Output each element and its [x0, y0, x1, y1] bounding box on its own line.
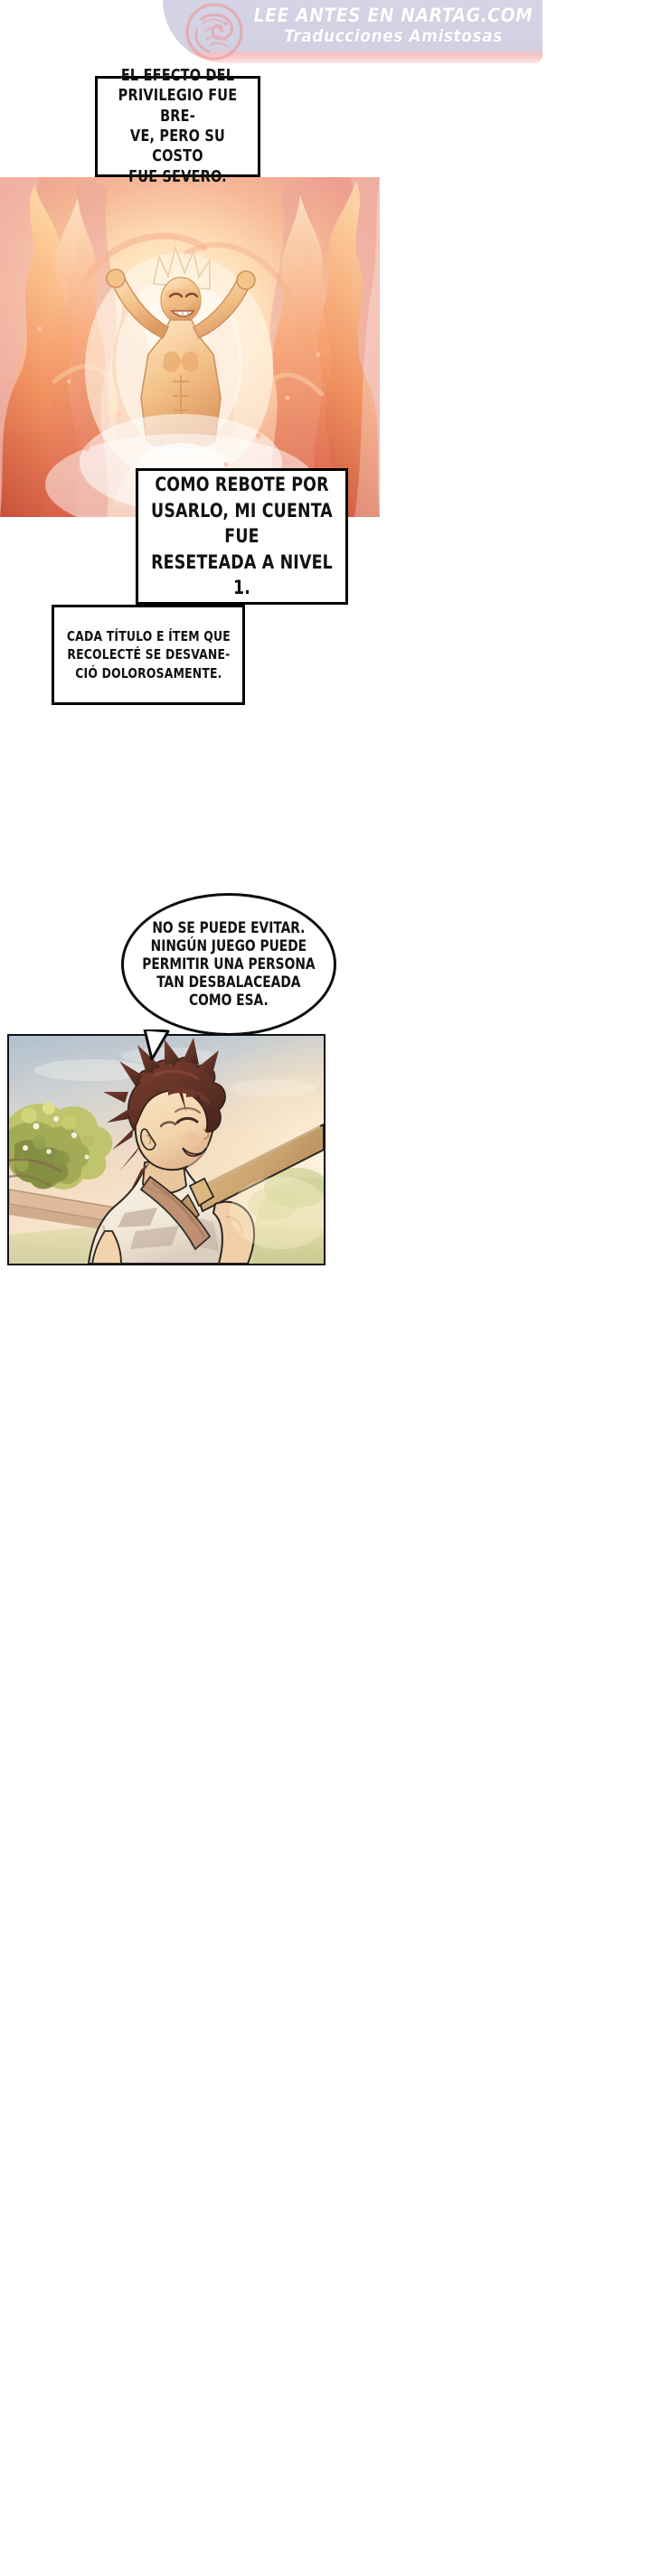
wooden-sword	[180, 1123, 324, 1224]
hair	[103, 1038, 226, 1191]
dragon-logo	[185, 3, 243, 61]
narration-box-3: CADA TÍTULO E ÍTEM QUE RECOLECTÉ SE DESV…	[52, 605, 245, 705]
foliage-left	[9, 1102, 113, 1189]
flaming-warrior-art	[0, 177, 380, 517]
narration-box-1: EL EFECTO DEL PRIVILEGIO FUE BRE- VE, PE…	[95, 67, 260, 186]
narration-text-3: CADA TÍTULO E ÍTEM QUE RECOLECTÉ SE DESV…	[66, 628, 231, 682]
speech-bubble-tail	[143, 1029, 170, 1060]
smiling-swordsman-art	[9, 1036, 324, 1264]
speech-bubble-body: NO SE PUEDE EVITAR. NINGÚN JUEGO PUEDE P…	[121, 893, 336, 1036]
narration-text-1: EL EFECTO DEL PRIVILEGIO FUE BRE- VE, PE…	[118, 66, 238, 186]
watermark-line-1: LEE ANTES EN NARTAG.COM	[253, 5, 533, 26]
speech-bubble-text: NO SE PUEDE EVITAR. NINGÚN JUEGO PUEDE P…	[142, 918, 316, 1010]
panel-smiling-swordsman	[7, 1034, 326, 1265]
watermark-line-2: Traducciones Amistosas	[284, 25, 503, 46]
panel-flaming-warrior	[0, 177, 380, 517]
narration-text-2: COMO REBOTE POR USARLO, MI CUENTA FUE RE…	[151, 474, 333, 599]
scanlation-watermark: LEE ANTES EN NARTAG.COM Traducciones Ami…	[163, 0, 542, 63]
speech-bubble-dialogue: NO SE PUEDE EVITAR. NINGÚN JUEGO PUEDE P…	[121, 893, 336, 1060]
narration-box-2: COMO REBOTE POR USARLO, MI CUENTA FUE RE…	[136, 468, 348, 605]
watermark-text: LEE ANTES EN NARTAG.COM Traducciones Ami…	[250, 5, 537, 46]
